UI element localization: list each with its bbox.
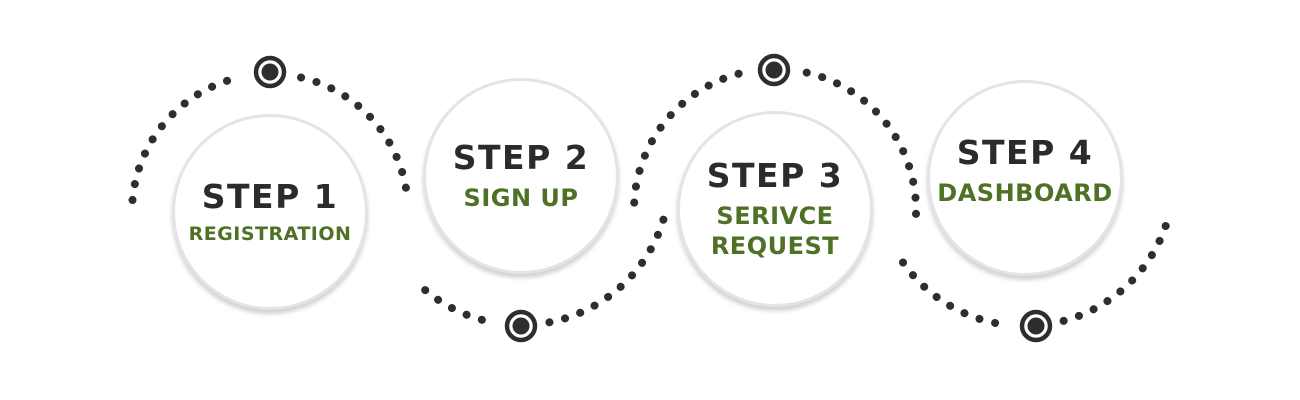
- orbit-arc-step1-right: [297, 73, 411, 199]
- step-2-circle: STEP 2 SIGN UP: [423, 78, 619, 274]
- orbit-arc-step3-right: [802, 68, 921, 224]
- step-3-title: STEP 3: [706, 155, 844, 195]
- step-2-title: STEP 2: [452, 137, 590, 177]
- connector-rings: [253, 53, 1053, 343]
- step-1-circle: STEP 1 REGISTRATION: [172, 114, 368, 310]
- connector-ring-top-step3: [757, 53, 791, 87]
- connector-ring-top-step1: [253, 55, 287, 89]
- orbit-arc-step4-left: [899, 258, 1011, 329]
- step-2-subtitle: SIGN UP: [463, 184, 579, 213]
- connector-ring-bottom-step2: [504, 309, 538, 343]
- step-4-subtitle: DASHBOARD: [937, 179, 1113, 208]
- step-4-circle: STEP 4 DASHBOARD: [927, 80, 1123, 276]
- step-3-circle: STEP 3 SERIVCE REQUEST: [677, 111, 873, 307]
- step-1-title: STEP 1: [201, 176, 339, 216]
- orbit-arc-step4-right: [1059, 219, 1171, 325]
- orbit-dotted-arcs: [128, 68, 1171, 329]
- step-4-title: STEP 4: [956, 132, 1094, 172]
- connector-ring-bottom-step4: [1019, 309, 1053, 343]
- step-1-subtitle: REGISTRATION: [188, 222, 352, 245]
- orbit-arc-step2-left: [421, 286, 497, 327]
- orbit-arc-step3-left: [630, 68, 748, 207]
- step-3-subtitle: SERIVCE REQUEST: [710, 202, 840, 261]
